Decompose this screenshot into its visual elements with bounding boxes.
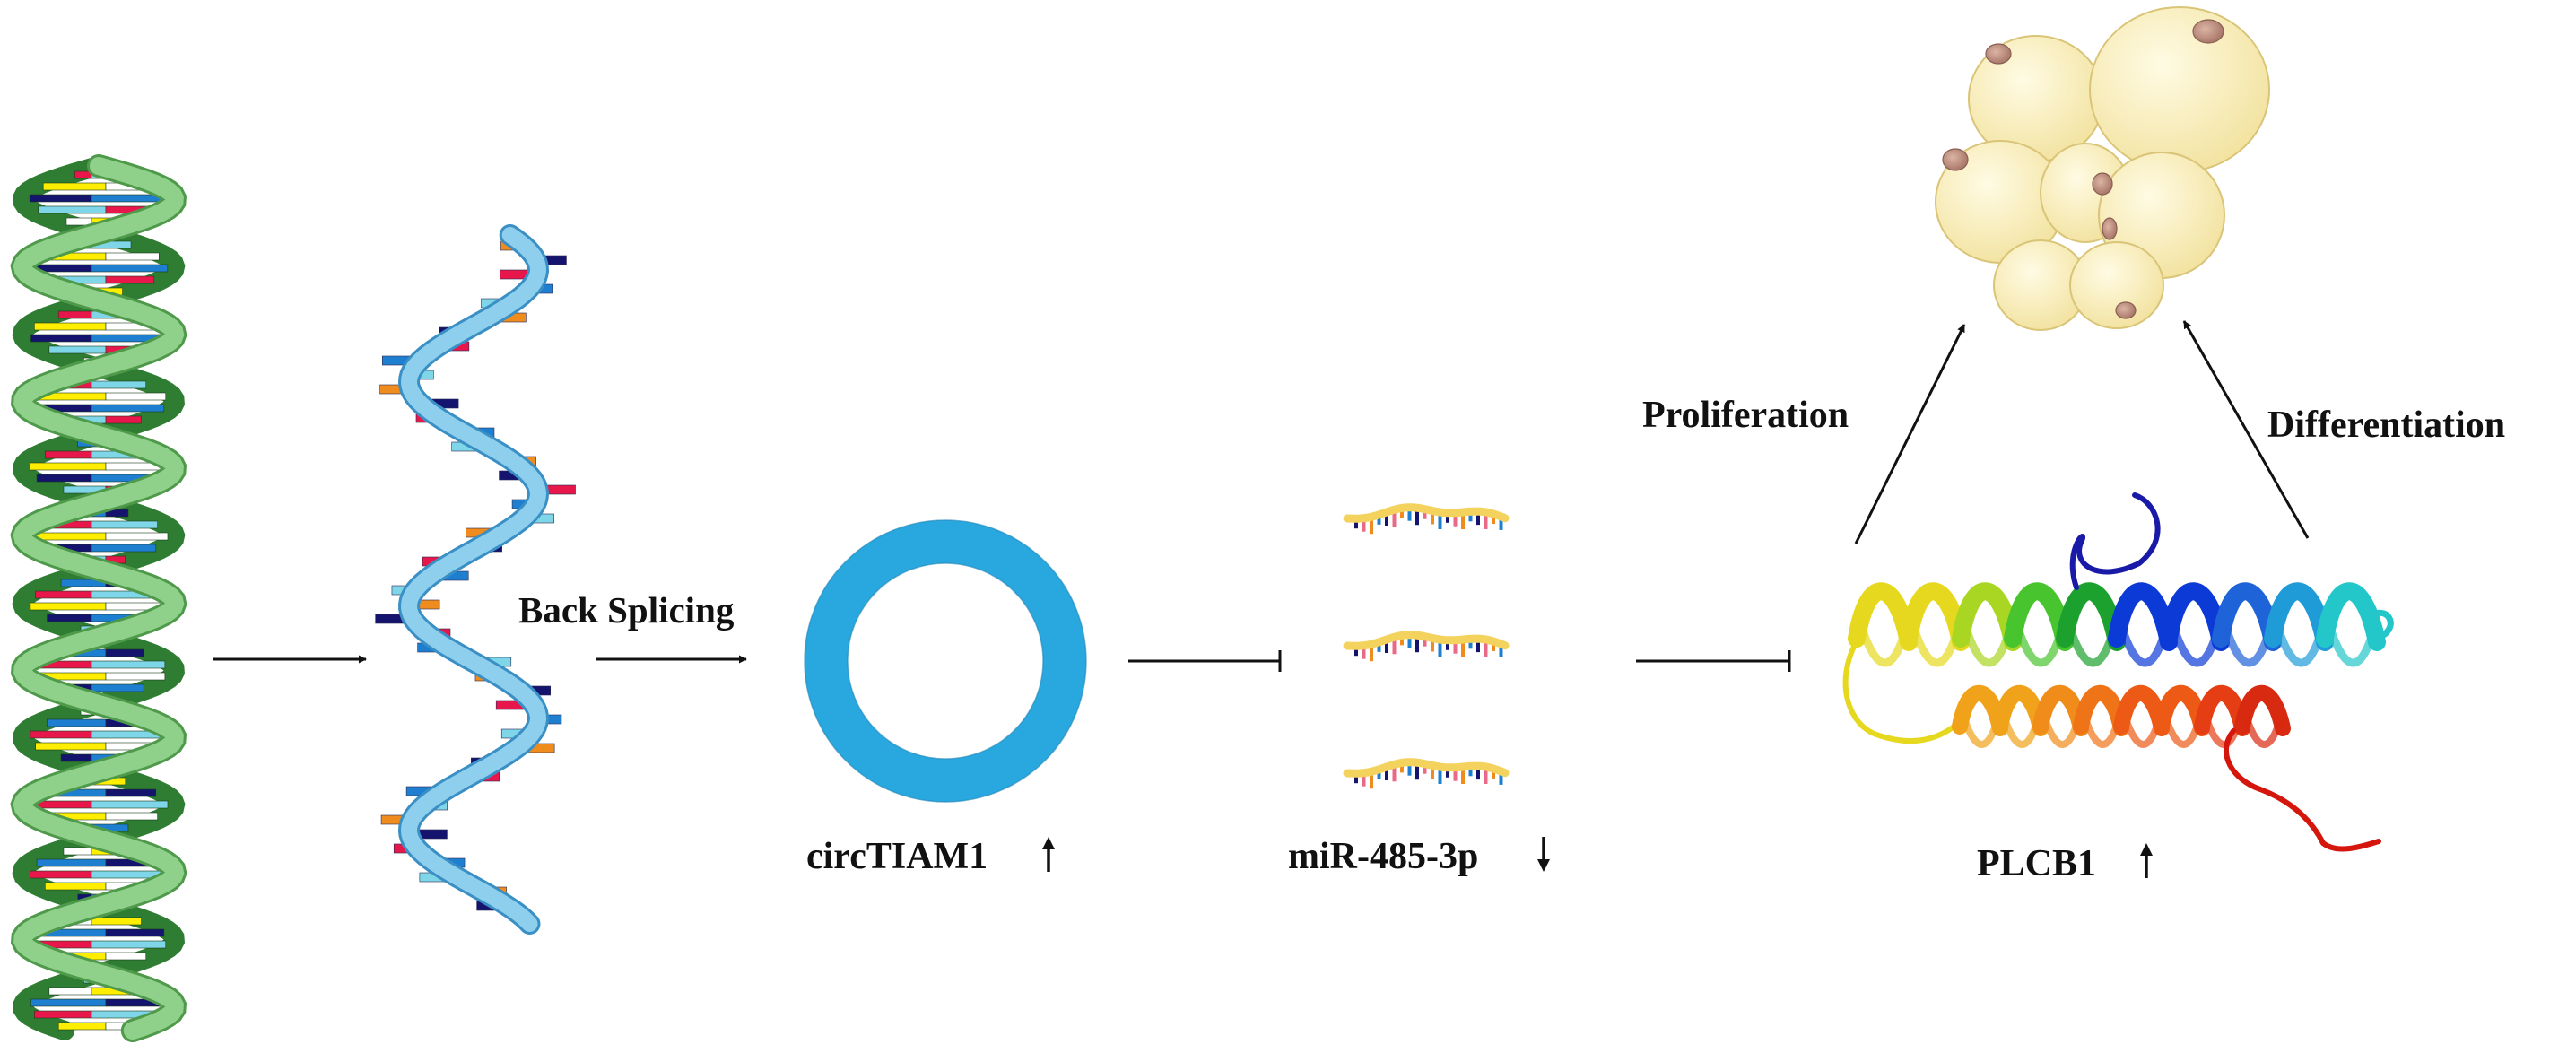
proliferation-label: Proliferation [1642, 395, 1849, 436]
circ-label-group: circTIAM1 [806, 836, 1055, 877]
mirna-icon [1343, 631, 1510, 662]
plcb1-label: PLCB1 [1977, 843, 2096, 884]
circ-label: circTIAM1 [806, 836, 988, 877]
circrna-ring-icon [804, 519, 1087, 803]
mirna-icon [1343, 503, 1510, 535]
cell-nucleus [2092, 172, 2113, 196]
mirna-icon [1343, 758, 1510, 789]
differentiation-label: Differentiation [2267, 405, 2505, 446]
adipocyte-cell [2089, 6, 2270, 173]
back-splicing-label: Back Splicing [518, 589, 735, 631]
cell-nucleus [1942, 148, 1969, 171]
cell-nucleus [1985, 43, 2012, 65]
mirna-group [1343, 503, 1510, 789]
rna-single-strand-icon [375, 224, 576, 935]
circ-up-arrow-icon [1042, 837, 1055, 872]
rna-backbone [400, 227, 547, 932]
plcb1-label-group: PLCB1 [1977, 843, 2153, 884]
mir-label-group: miR-485-3p [1288, 836, 1550, 877]
circrna-ring [805, 520, 1086, 802]
cell-nucleus [2102, 217, 2118, 240]
cell-nucleus [2192, 19, 2224, 44]
adipocyte-cluster-icon [1935, 6, 2270, 331]
circ-inhibits-mirna-line [1128, 650, 1282, 672]
cell-nucleus [2115, 301, 2137, 319]
dna-front-strand [13, 157, 185, 1040]
protein-helix-icon [1842, 492, 2394, 852]
differentiation-arrow [2182, 320, 2310, 539]
adipocyte-cell [2069, 241, 2164, 329]
mirna-inhibits-plcb1-line [1636, 650, 1791, 672]
dna-back-strand [12, 156, 186, 1040]
mir-down-arrow-icon [1537, 837, 1550, 872]
proliferation-arrow [1854, 324, 1966, 544]
dna-double-helix-icon [10, 154, 187, 1042]
plcb1-up-arrow-icon [2140, 843, 2153, 878]
mir-label: miR-485-3p [1288, 836, 1478, 877]
